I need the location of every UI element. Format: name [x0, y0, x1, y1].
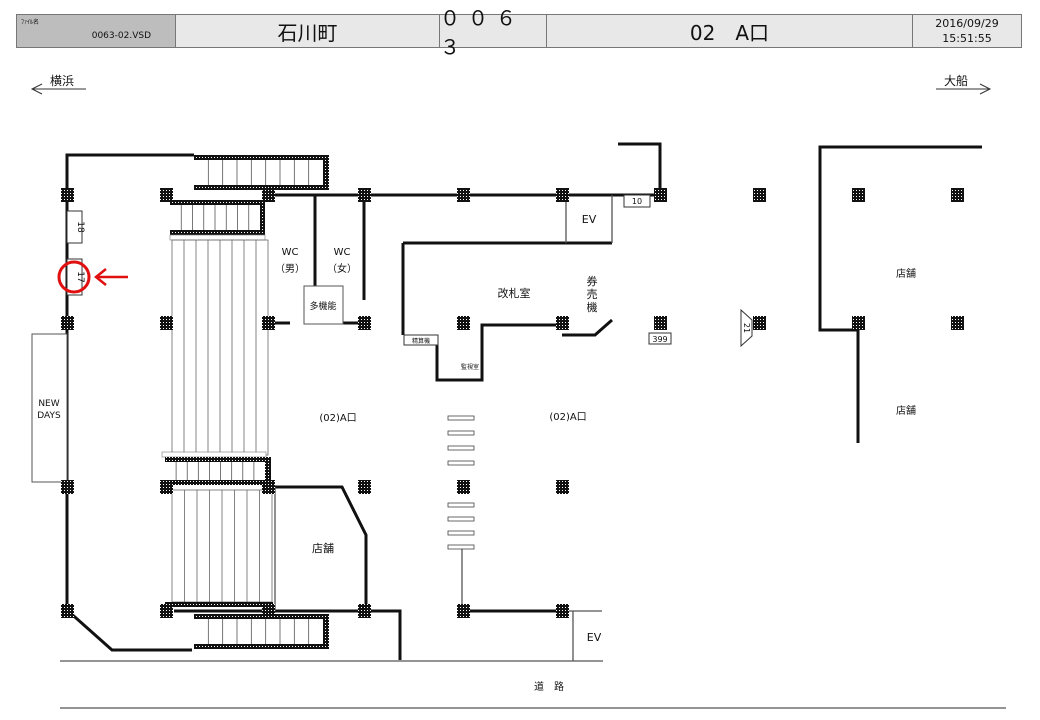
ticket-machine-label-3: 機 [587, 300, 598, 314]
date-value: 2016/09/29 [935, 17, 999, 30]
monitor-room-label: 監視室 [461, 363, 479, 371]
wc-male-label: WC [282, 247, 299, 258]
pillar [160, 604, 173, 618]
pillar [951, 188, 964, 202]
wc-female-sub: （女） [327, 262, 357, 275]
marker-21[interactable]: 21 [740, 308, 753, 348]
direction-left: 横浜 [30, 74, 86, 95]
file-name-value: 0063-02.VSD [91, 31, 151, 41]
pillar [457, 480, 470, 494]
bollard [447, 544, 475, 550]
pillar [358, 188, 371, 202]
pillars [61, 188, 964, 618]
bollard [447, 516, 475, 522]
exit-name: 02 A口 [547, 14, 913, 48]
multipurpose-toilet [303, 285, 344, 325]
file-name-label: ﾌｧｲﾙ名 [21, 19, 40, 26]
pillar [654, 316, 667, 330]
pillar [61, 480, 74, 494]
pillar [61, 604, 74, 618]
pillar [358, 604, 371, 618]
marker-18[interactable]: 18 [66, 210, 85, 244]
pillar [753, 316, 766, 330]
marker-17-label: 17 [75, 271, 85, 282]
bollard [447, 445, 475, 451]
pillar [160, 188, 173, 202]
exit-a-label-left: (02)A口 [319, 413, 356, 424]
newdays-store [31, 333, 68, 483]
marker-10-label: 10 [632, 197, 642, 206]
pillar [457, 316, 470, 330]
direction-right: 大船 [936, 74, 992, 95]
stairs-upper [169, 200, 266, 241]
direction-right-label: 大船 [944, 74, 968, 88]
time-value: 15:51:55 [942, 32, 992, 45]
shop-left-label: 店舗 [312, 541, 334, 555]
newdays-label-1: NEW [38, 399, 59, 409]
pillar [262, 480, 275, 494]
bollard [447, 530, 475, 536]
pillar [457, 188, 470, 202]
bollard [447, 502, 475, 508]
pillar [61, 316, 74, 330]
marker-17[interactable]: 17 [66, 258, 85, 296]
marker-18-label: 18 [75, 221, 85, 233]
newdays-label-2: DAYS [37, 411, 61, 421]
shop-right-bottom-label: 店舗 [896, 404, 916, 417]
pillar [556, 316, 569, 330]
pillar [654, 188, 667, 202]
pillar [556, 480, 569, 494]
pillar [852, 316, 865, 330]
fare-adjust-label: 精算機 [412, 337, 430, 345]
multipurpose-label: 多機能 [309, 300, 336, 312]
ticket-machine-label-1: 券 [587, 274, 598, 288]
pillar [358, 480, 371, 494]
pillar [358, 316, 371, 330]
station-name: 石川町 [176, 14, 440, 48]
pillar [262, 188, 275, 202]
exit-a-label-right: (02)A口 [549, 412, 586, 423]
pillar [262, 316, 275, 330]
file-name-cell: ﾌｧｲﾙ名 0063-02.VSD [16, 14, 176, 48]
ev-bottom-label: EV [587, 631, 602, 644]
pillar [852, 188, 865, 202]
direction-left-label: 横浜 [50, 74, 74, 88]
stairs-lower [165, 489, 329, 649]
bollard [447, 430, 475, 436]
timestamp-cell: 2016/09/29 15:51:55 [913, 14, 1022, 48]
pillar [160, 480, 173, 494]
stairs-top [194, 155, 329, 190]
stairs-main [161, 239, 271, 485]
marker-399-label: 399 [652, 335, 667, 344]
pillar [556, 188, 569, 202]
pillar [262, 604, 275, 618]
walls [65, 142, 982, 660]
highlight-annotation [57, 260, 128, 294]
fare-adjust-machine [403, 334, 439, 346]
pillar [556, 604, 569, 618]
thin-lines [60, 195, 1006, 709]
ticket-gate-room-label: 改札室 [498, 286, 531, 300]
wc-female-label: WC [334, 247, 351, 258]
wc-male-sub: （男） [275, 263, 305, 275]
bollard [447, 415, 475, 421]
bollard [447, 460, 475, 466]
ticket-machine-label-2: 売 [587, 288, 598, 301]
bollards [447, 415, 475, 550]
marker-10[interactable]: 10 [623, 194, 651, 208]
marker-21-label: 21 [742, 323, 751, 333]
road-label: 道 路 [534, 680, 564, 693]
pillar [61, 188, 74, 202]
highlight-arrow-icon [93, 268, 128, 286]
pillar [457, 604, 470, 618]
pillar [160, 316, 173, 330]
ev-top-label: EV [582, 213, 597, 226]
highlight-circle [57, 260, 91, 294]
pillar [753, 188, 766, 202]
shop-right-top-label: 店舗 [896, 267, 916, 280]
marker-399[interactable]: 399 [648, 332, 672, 345]
pillar [951, 316, 964, 330]
